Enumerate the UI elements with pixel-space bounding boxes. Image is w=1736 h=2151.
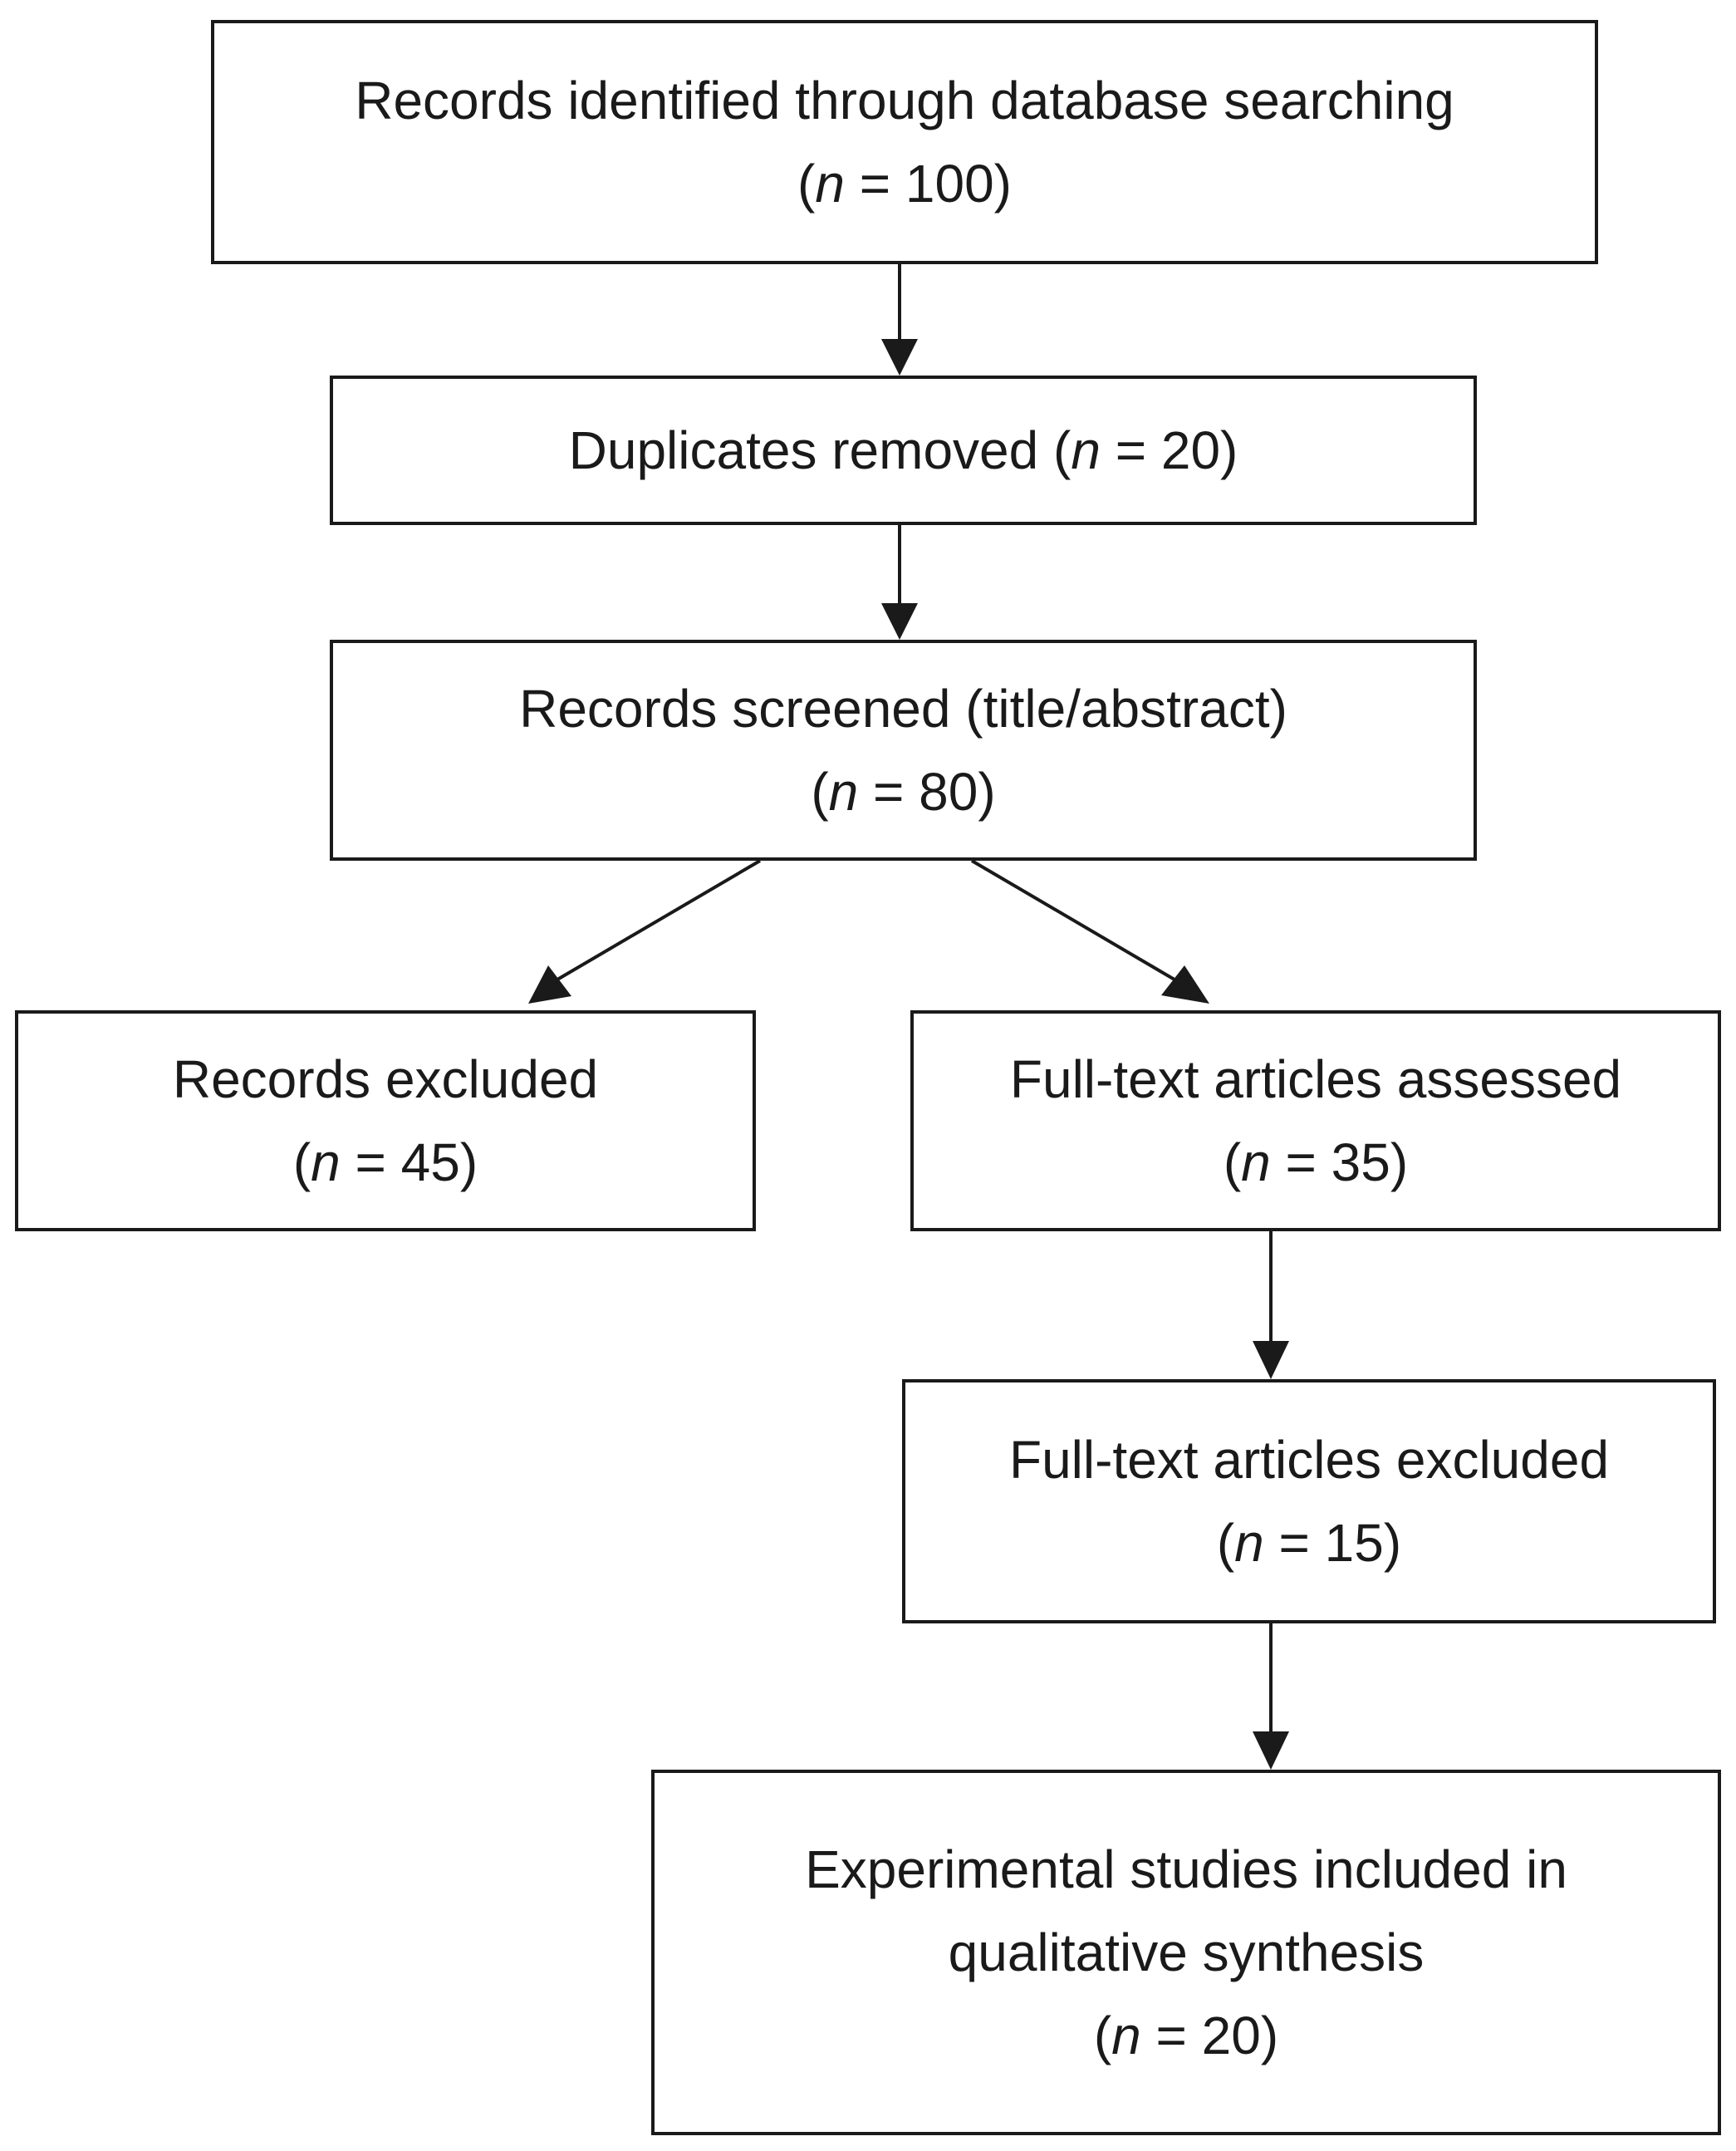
- node-label: Records excluded: [172, 1049, 599, 1109]
- node-count: (n = 80): [811, 762, 996, 822]
- arrow-screened-to-excluded: [556, 859, 762, 981]
- node-label: Records screened (title/abstract): [519, 679, 1287, 739]
- arrowhead: [1161, 965, 1209, 1004]
- node-fulltext-excluded: Full-text articles excluded (n = 15): [902, 1379, 1716, 1623]
- node-label: Full-text articles assessed: [1009, 1049, 1622, 1109]
- node-studies-included: Experimental studies included in qualita…: [651, 1770, 1721, 2135]
- node-records-excluded: Records excluded (n = 45): [15, 1010, 756, 1231]
- node-label-with-count: Duplicates removed (n = 20): [568, 420, 1238, 480]
- node-fulltext-assessed: Full-text articles assessed (n = 35): [910, 1010, 1721, 1231]
- arrowhead: [1253, 1731, 1289, 1770]
- node-records-screened: Records screened (title/abstract) (n = 8…: [330, 640, 1477, 861]
- node-count: (n = 100): [797, 154, 1012, 214]
- node-count: (n = 15): [1216, 1513, 1402, 1573]
- arrowhead: [881, 603, 918, 640]
- node-count: (n = 20): [1093, 2006, 1279, 2065]
- arrowhead: [1253, 1341, 1289, 1379]
- node-label: Records identified through database sear…: [355, 71, 1454, 130]
- arrowhead: [528, 965, 571, 1004]
- node-label: Full-text articles excluded: [1008, 1430, 1610, 1490]
- node-count: (n = 35): [1223, 1132, 1409, 1192]
- node-duplicates-removed: Duplicates removed (n = 20): [330, 376, 1477, 525]
- node-count: (n = 45): [292, 1132, 478, 1192]
- arrowhead: [881, 339, 918, 376]
- node-label: qualitative synthesis: [948, 1923, 1425, 1982]
- node-label: Experimental studies included in: [805, 1839, 1567, 1899]
- arrow-screened-to-assessed: [970, 859, 1176, 981]
- node-records-identified: Records identified through database sear…: [211, 20, 1598, 264]
